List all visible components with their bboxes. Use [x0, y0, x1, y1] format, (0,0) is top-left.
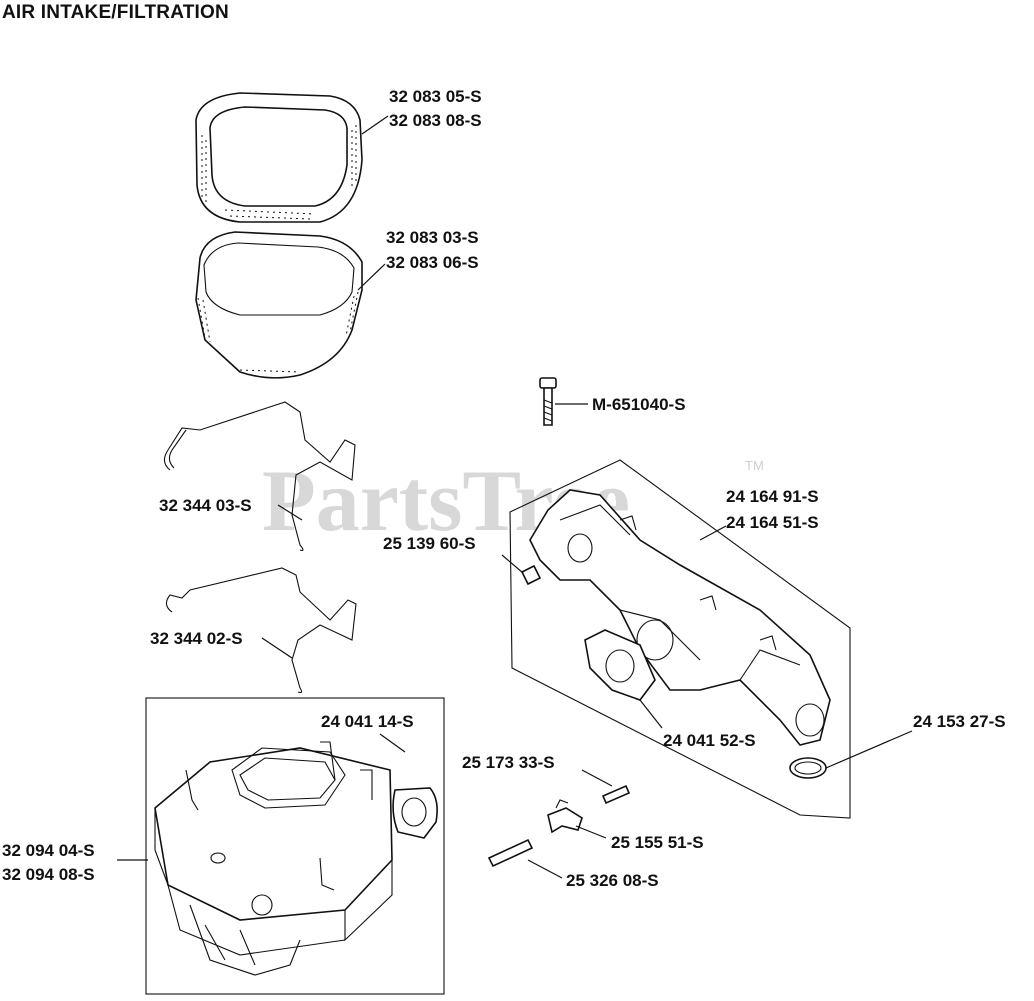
label-bracket-upper[interactable]: 32 344 03-S [159, 496, 252, 515]
gasket-intake-part[interactable] [584, 629, 656, 701]
label-plug[interactable]: 25 139 60-S [383, 534, 476, 553]
breather-fitting-part[interactable] [547, 799, 583, 834]
label-air-cleaner-base-1[interactable]: 32 094 04-S [2, 841, 95, 860]
label-o-ring[interactable]: 24 153 27-S [913, 712, 1006, 731]
label-screw[interactable]: M-651040-S [592, 395, 686, 414]
bracket-upper-part[interactable] [163, 401, 356, 551]
label-manifold-2[interactable]: 24 164 51-S [726, 513, 819, 532]
pin-part[interactable] [601, 784, 631, 805]
label-manifold-1[interactable]: 24 164 91-S [726, 487, 819, 506]
watermark-trademark: TM [745, 458, 764, 473]
label-bracket-lower[interactable]: 32 344 02-S [150, 629, 243, 648]
plug-part[interactable] [520, 564, 542, 586]
air-cleaner-base-part[interactable] [154, 741, 393, 976]
label-gasket-filter[interactable]: 24 041 14-S [321, 712, 414, 731]
label-tube[interactable]: 25 326 08-S [566, 871, 659, 890]
precleaner-part[interactable] [195, 92, 363, 223]
air-cleaner-base-box [145, 697, 445, 995]
label-air-cleaner-base-2[interactable]: 32 094 08-S [2, 865, 95, 884]
air-filter-part[interactable] [195, 231, 363, 379]
label-breather-fitting[interactable]: 25 155 51-S [611, 833, 704, 852]
label-air-filter-1[interactable]: 32 083 03-S [386, 228, 479, 247]
label-pin[interactable]: 25 173 33-S [462, 753, 555, 772]
bracket-lower-part[interactable] [165, 567, 357, 694]
manifold-part[interactable] [529, 489, 831, 746]
label-gasket-intake[interactable]: 24 041 52-S [663, 731, 756, 750]
screw-part[interactable] [539, 377, 557, 426]
tube-part[interactable] [487, 838, 534, 868]
gasket-filter-part[interactable] [392, 787, 438, 839]
manifold-outline-box [509, 459, 851, 819]
label-precleaner-2[interactable]: 32 083 08-S [389, 111, 482, 130]
label-precleaner-1[interactable]: 32 083 05-S [389, 87, 482, 106]
page-title: AIR INTAKE/FILTRATION [2, 2, 229, 23]
label-air-filter-2[interactable]: 32 083 06-S [386, 253, 479, 272]
